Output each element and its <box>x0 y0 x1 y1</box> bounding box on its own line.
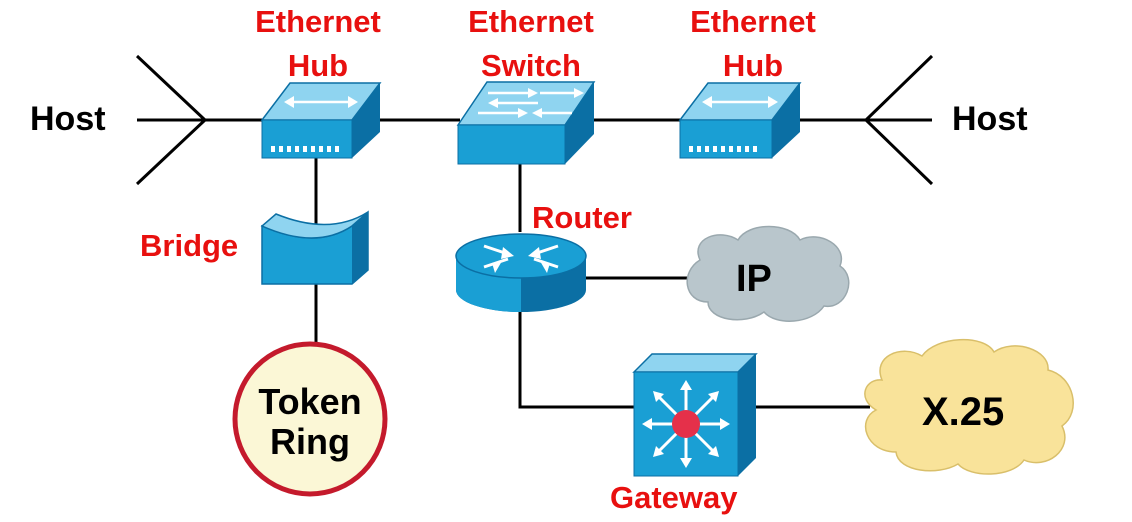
ip-cloud-label: IP <box>736 258 772 300</box>
hub-left-label: Ethernet Hub <box>248 0 388 88</box>
switch-label-line1: Ethernet <box>468 4 594 39</box>
token-ring-label-line2: Ring <box>270 421 350 462</box>
bridge-label: Bridge <box>140 228 239 263</box>
hub-right-label: Ethernet Hub <box>671 0 835 88</box>
host-left-fan-upper <box>135 54 207 122</box>
ip-cloud-icon <box>686 225 850 322</box>
switch-label: Ethernet Switch <box>448 0 614 88</box>
hub-right-label-line1: Ethernet <box>690 4 816 39</box>
gateway-center-dot <box>672 410 700 438</box>
switch-label-line2: Switch <box>481 48 581 83</box>
x25-cloud-icon <box>864 339 1074 475</box>
host-right-fan-lower <box>864 118 934 186</box>
gateway-icon <box>632 353 758 477</box>
token-ring-label: Token Ring <box>248 382 372 462</box>
router-label: Router <box>532 200 632 235</box>
gateway-label: Gateway <box>610 480 738 515</box>
token-ring-label-line1: Token <box>258 381 362 422</box>
link-router-gateway <box>518 310 635 409</box>
router-icon <box>455 233 587 312</box>
host-right-fan-upper <box>864 54 934 122</box>
host-right-label: Host <box>952 100 1028 138</box>
x25-cloud-label: X.25 <box>922 390 1005 434</box>
ethernet-switch-icon <box>456 81 596 165</box>
hub-right-label-line2: Hub <box>722 48 784 83</box>
host-left-label: Host <box>30 100 106 138</box>
hub-left-label-line1: Ethernet <box>255 4 381 39</box>
hub-left-label-line2: Hub <box>287 48 349 83</box>
token-ring-icon <box>232 341 388 497</box>
ethernet-hub-right-icon <box>678 82 802 159</box>
ethernet-hub-left-icon <box>260 82 382 159</box>
host-left-fan-lower <box>135 118 207 186</box>
connection-lines <box>135 54 934 409</box>
bridge-icon <box>260 210 369 285</box>
